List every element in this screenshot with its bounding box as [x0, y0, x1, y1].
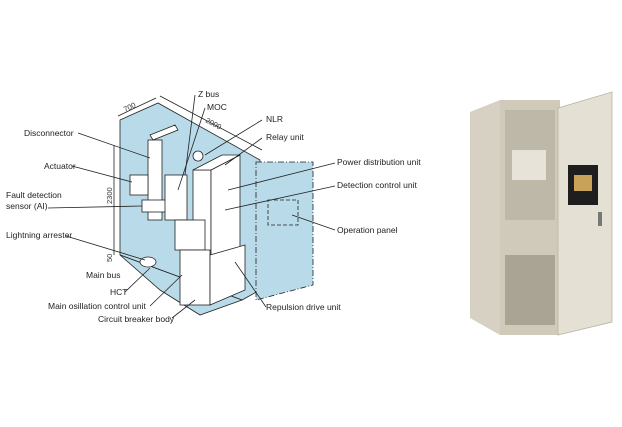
repulsion-drive — [209, 244, 246, 306]
label-disconnector: Disconnector — [24, 128, 74, 138]
label-fault-detection-sensor: sensor (AI) — [6, 201, 48, 211]
label-nlr: NLR — [266, 114, 283, 124]
lower-compartment — [505, 255, 555, 325]
cabinet-photo — [470, 91, 613, 336]
relay-top — [192, 154, 241, 171]
dim-height: 2300 — [105, 187, 114, 204]
dim-depth: 700 — [122, 100, 137, 113]
label-operation-panel: Operation panel — [337, 225, 398, 235]
moc-stack — [164, 174, 188, 221]
label-repulsion-drive-unit: Repulsion drive unit — [266, 302, 341, 312]
operation-panel-outline — [267, 199, 299, 226]
label-moc: MOC — [207, 102, 227, 112]
main-bus — [139, 256, 157, 268]
label-hct: HCT — [110, 287, 127, 297]
breaker-body — [174, 219, 206, 251]
door-handle — [598, 212, 602, 226]
label-z-bus: Z bus — [198, 89, 219, 99]
label-power-distribution-unit: Power distribution unit — [337, 157, 421, 167]
cabinet-side — [470, 100, 500, 335]
disconnector-top — [149, 124, 179, 141]
enclosure-door — [255, 161, 314, 301]
dim-width: 2000 — [204, 116, 223, 132]
label-lightning-arrester: Lightning arrester — [6, 230, 72, 240]
label-detection-control-unit: Detection control unit — [337, 180, 417, 190]
label-main-oscillation-control-unit: Main osillation control unit — [48, 301, 146, 311]
label-circuit-breaker-body: Circuit breaker body — [98, 314, 175, 324]
nlr-cylinder — [192, 150, 204, 162]
label-main-bus: Main bus — [86, 270, 121, 280]
dim-base: 50 — [105, 254, 114, 262]
label-fault-detection: Fault detection — [6, 190, 62, 200]
label-relay-unit: Relay unit — [266, 132, 304, 142]
cabinet-door — [557, 91, 613, 336]
breaker-base — [179, 249, 211, 306]
label-actuator: Actuator — [44, 161, 76, 171]
actuator — [129, 174, 149, 196]
